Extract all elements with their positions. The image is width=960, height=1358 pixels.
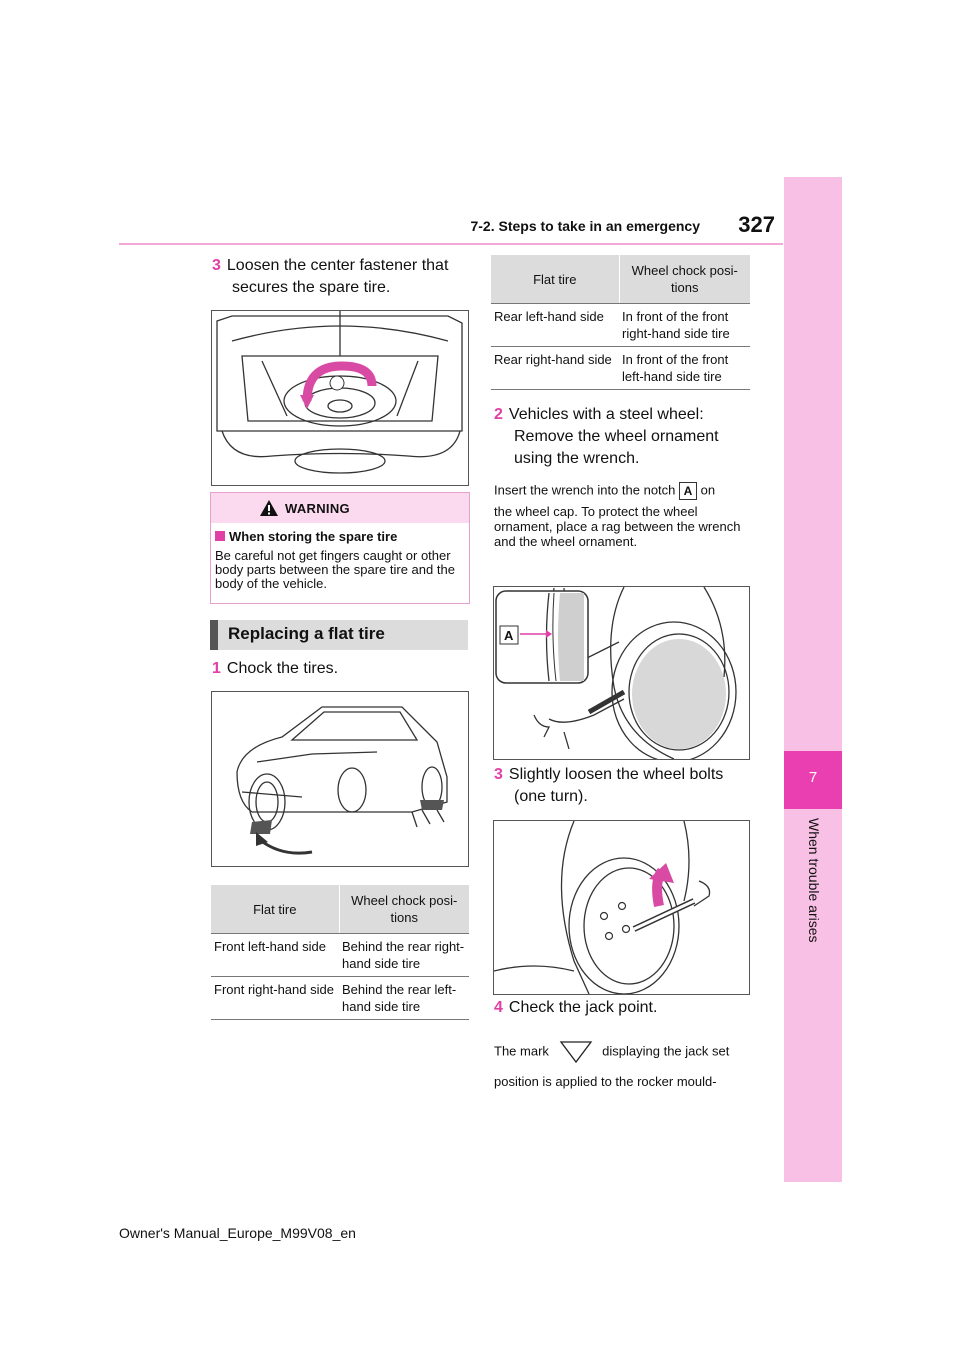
header-flat-tire: Flat tire — [211, 885, 339, 934]
chapter-number-tab[interactable]: 7 — [784, 751, 842, 809]
wrench-bolts-illustration — [493, 820, 711, 995]
step-3-loosen-fastener: 3 Loosen the center fastener that secures… — [212, 255, 472, 299]
step-text: Check the jack point. — [508, 999, 658, 1016]
warning-header: WARNING — [211, 493, 469, 523]
jack-point-mark-icon — [559, 1041, 592, 1064]
cell-chock-position: In front of the front right-hand side ti… — [619, 303, 750, 347]
rear-chock-table: Flat tire Wheel chock posi-tions Rear le… — [491, 255, 750, 390]
table-row: Rear left-hand side In front of the fron… — [491, 303, 750, 347]
spare-tire-figure — [211, 310, 469, 486]
step-text-line3: using the wrench. — [514, 450, 640, 467]
note-text-rest: the wheel cap. To protect the wheel orna… — [494, 504, 741, 549]
cell-chock-position: Behind the rear left-hand side tire — [339, 976, 469, 1020]
figure-callout-a: A — [504, 628, 514, 643]
cell-chock-position: Behind the rear right-hand side tire — [339, 933, 469, 977]
step-3-loosen-bolts: 3 Slightly loosen the wheel bolts (one tu… — [494, 764, 764, 808]
header-chock-positions: Wheel chock posi-tions — [618, 255, 750, 304]
header-rule — [119, 243, 783, 245]
wheel-ornament-figure: A — [493, 586, 750, 763]
warning-triangle-icon — [260, 500, 278, 516]
step-text: Chock the tires. — [226, 660, 339, 677]
note-text-pre: Insert the wrench into the notch — [494, 482, 676, 498]
step-text-line1: Loosen the center fastener that — [226, 257, 449, 274]
note-text-post: displaying the jack set — [602, 1043, 730, 1059]
footer-text: Owner's Manual_Europe_M99V08_en — [119, 1225, 356, 1241]
step-text-line1: Slightly loosen the wheel bolts — [508, 766, 724, 783]
warning-box: WARNING When storing the spare tire Be c… — [210, 492, 470, 604]
step-2-remove-ornament: 2 Vehicles with a steel wheel: Remove the… — [494, 404, 764, 470]
section-heading-text: Replacing a flat tire — [228, 624, 385, 643]
cell-chock-position: In front of the front left-hand side tir… — [619, 346, 750, 390]
chapter-title: When trouble arises — [806, 818, 822, 943]
callout-a-label: A — [679, 482, 698, 500]
chapter-number: 7 — [808, 769, 818, 786]
chapter-sidebar — [784, 177, 842, 1182]
table-row: Front right-hand side Behind the rear le… — [211, 976, 469, 1020]
wheel-chock-figure — [211, 691, 469, 867]
step-text-line2: Remove the wheel ornament — [514, 428, 719, 445]
page-number: 327 — [738, 212, 775, 237]
car-chock-illustration — [236, 706, 448, 855]
warning-title: WARNING — [285, 501, 350, 516]
note-text-post: on — [700, 482, 716, 498]
step-2-note: Insert the wrench into the notch A on th… — [494, 482, 756, 549]
cell-flat-tire: Front right-hand side — [211, 976, 339, 1020]
front-chock-table: Flat tire Wheel chock posi-tions Front l… — [211, 885, 469, 1020]
step-text-line2: secures the spare tire. — [232, 279, 391, 296]
step-number: 3 — [494, 766, 503, 783]
section-title: 7-2. Steps to take in an emergency — [470, 218, 700, 234]
header-chock-positions: Wheel chock posi-tions — [338, 885, 469, 934]
cell-flat-tire: Front left-hand side — [211, 933, 339, 977]
cell-flat-tire: Rear left-hand side — [491, 303, 619, 347]
step-4-jack-point: 4 Check the jack point. — [494, 997, 764, 1019]
step-number: 4 — [494, 999, 503, 1016]
spare-tire-illustration — [216, 311, 463, 474]
table-row: Front left-hand side Behind the rear rig… — [211, 933, 469, 977]
warning-body: Be careful not get fingers caught or oth… — [215, 548, 455, 591]
step-4-note: The mark displaying the jack set positio… — [494, 1040, 756, 1089]
table-header-row: Flat tire Wheel chock posi-tions — [491, 255, 750, 304]
table-row: Rear right-hand side In front of the fro… — [491, 346, 750, 390]
chapter-title-vertical: When trouble arises — [784, 818, 842, 958]
bullet-square-icon — [215, 531, 225, 541]
step-text-line1: Vehicles with a steel wheel: — [508, 406, 704, 423]
header-flat-tire: Flat tire — [491, 255, 619, 304]
step-number: 3 — [212, 257, 221, 274]
step-1-chock: 1 Chock the tires. — [212, 658, 472, 680]
note-text-line2: position is applied to the rocker mould- — [494, 1074, 717, 1089]
step-number: 2 — [494, 406, 503, 423]
cell-flat-tire: Rear right-hand side — [491, 346, 619, 390]
step-text-line2: (one turn). — [514, 788, 588, 805]
wheel-bolts-figure — [493, 820, 750, 995]
warning-subtitle: When storing the spare tire — [229, 529, 398, 544]
wrench-ornament-illustration — [495, 586, 737, 763]
table-header-row: Flat tire Wheel chock posi-tions — [211, 885, 469, 934]
warning-subtitle-row: When storing the spare tire — [215, 529, 397, 544]
step-number: 1 — [212, 660, 221, 677]
note-text-pre: The mark — [494, 1043, 549, 1059]
section-heading: Replacing a flat tire — [210, 620, 468, 650]
